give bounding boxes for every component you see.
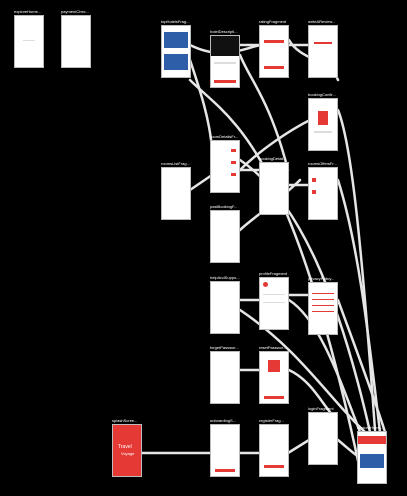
- node-screen: [161, 25, 191, 78]
- node-label: profileFragment: [259, 271, 288, 276]
- node-label: hotelDescripti...: [210, 29, 238, 34]
- node-label: writeAReview...: [308, 19, 336, 24]
- navigation-edge: [188, 58, 214, 152]
- node-exploreHome2[interactable]: exploreHome...: [357, 425, 387, 484]
- brand-line-2: Voyage: [121, 451, 135, 456]
- navigation-edge: [287, 298, 362, 434]
- node-screen: [210, 210, 240, 263]
- node-helpAndSuppo[interactable]: helpAndSuppo...: [210, 275, 240, 334]
- node-label: exploreHome...: [14, 9, 42, 14]
- node-screen: [308, 98, 338, 151]
- node-bookingConfir[interactable]: bookingConfir...: [308, 92, 338, 151]
- node-screen: [61, 15, 91, 68]
- node-exploreHome[interactable]: exploreHome...: [14, 9, 44, 68]
- node-screen: [308, 412, 338, 465]
- node-ratingFragment[interactable]: ratingFragment: [259, 19, 289, 78]
- node-resetPassword[interactable]: resetPasswor...: [259, 345, 289, 404]
- node-label: ratingFragment: [259, 19, 287, 24]
- node-label: loginFragment: [308, 406, 334, 411]
- node-screen: [357, 431, 387, 484]
- navigation-edge: [188, 173, 214, 192]
- node-roomsListFrag[interactable]: roomsListFrag...: [161, 161, 191, 220]
- node-label: pastBookingF...: [210, 204, 238, 209]
- node-screen: [259, 277, 289, 330]
- node-pastBookingF[interactable]: pastBookingF...: [210, 204, 240, 263]
- node-label: resetPasswor...: [259, 345, 287, 350]
- node-screen: [210, 424, 240, 477]
- node-profileFragment[interactable]: profileFragment: [259, 271, 289, 330]
- node-label: roomsListFrag...: [161, 161, 190, 166]
- node-screen: [259, 424, 289, 477]
- node-label: onboardingS...: [210, 418, 237, 423]
- node-label: roomsOffersFr...: [308, 161, 337, 166]
- navigation-edge: [238, 53, 290, 172]
- node-label: bookingConfir...: [308, 92, 336, 97]
- node-screen: [259, 351, 289, 404]
- navigation-edge: [336, 298, 387, 434]
- node-screen: [308, 282, 338, 335]
- navigation-edge: [286, 438, 311, 455]
- node-splashScreen[interactable]: splashScree... Travel Voyage: [112, 418, 142, 477]
- node-label: roomDetailsFr...: [210, 134, 239, 139]
- node-label: paymentChec...: [61, 9, 90, 14]
- node-hotelDescript[interactable]: hotelDescripti...: [210, 29, 240, 88]
- node-label: forgetPasswor...: [210, 345, 239, 350]
- navigation-edge: [336, 178, 382, 434]
- node-label: topHotelsFrag...: [161, 19, 190, 24]
- node-screen: [210, 140, 240, 193]
- node-screen: [14, 15, 44, 68]
- node-label: helpAndSuppo...: [210, 275, 240, 280]
- node-label: splashScree...: [112, 418, 138, 423]
- brand-line-1: Travel: [118, 444, 132, 450]
- node-label: privacyPolicy...: [308, 276, 335, 281]
- node-screen: [210, 351, 240, 404]
- node-paymentChec[interactable]: paymentChec...: [61, 9, 91, 68]
- node-onboardingS[interactable]: onboardingS...: [210, 418, 240, 477]
- node-label: bookingDetail...: [259, 156, 287, 161]
- node-screen: Travel Voyage: [112, 424, 142, 477]
- node-screen: [210, 35, 240, 88]
- node-privacyPolicy[interactable]: privacyPolicy...: [308, 276, 338, 335]
- node-loginFragment[interactable]: loginFragment: [308, 406, 338, 465]
- node-roomsOffersF[interactable]: roomsOffersFr...: [308, 161, 338, 220]
- node-topHotelsFrag[interactable]: topHotelsFrag...: [161, 19, 191, 78]
- node-label: exploreHome...: [357, 425, 385, 430]
- node-screen: [308, 25, 338, 78]
- node-screen: [259, 162, 289, 215]
- node-screen: [259, 25, 289, 78]
- node-forgetPassword[interactable]: forgetPasswor...: [210, 345, 240, 404]
- node-label: registerFrag...: [259, 418, 284, 423]
- node-registerFrag[interactable]: registerFrag...: [259, 418, 289, 477]
- node-roomDetails[interactable]: roomDetailsFr...: [210, 134, 240, 193]
- node-screen: [308, 167, 338, 220]
- node-bookingDetail[interactable]: bookingDetail...: [259, 156, 289, 215]
- node-writeAReview[interactable]: writeAReview...: [308, 19, 338, 78]
- navigation-edge: [287, 368, 332, 414]
- node-screen: [161, 167, 191, 220]
- node-screen: [210, 281, 240, 334]
